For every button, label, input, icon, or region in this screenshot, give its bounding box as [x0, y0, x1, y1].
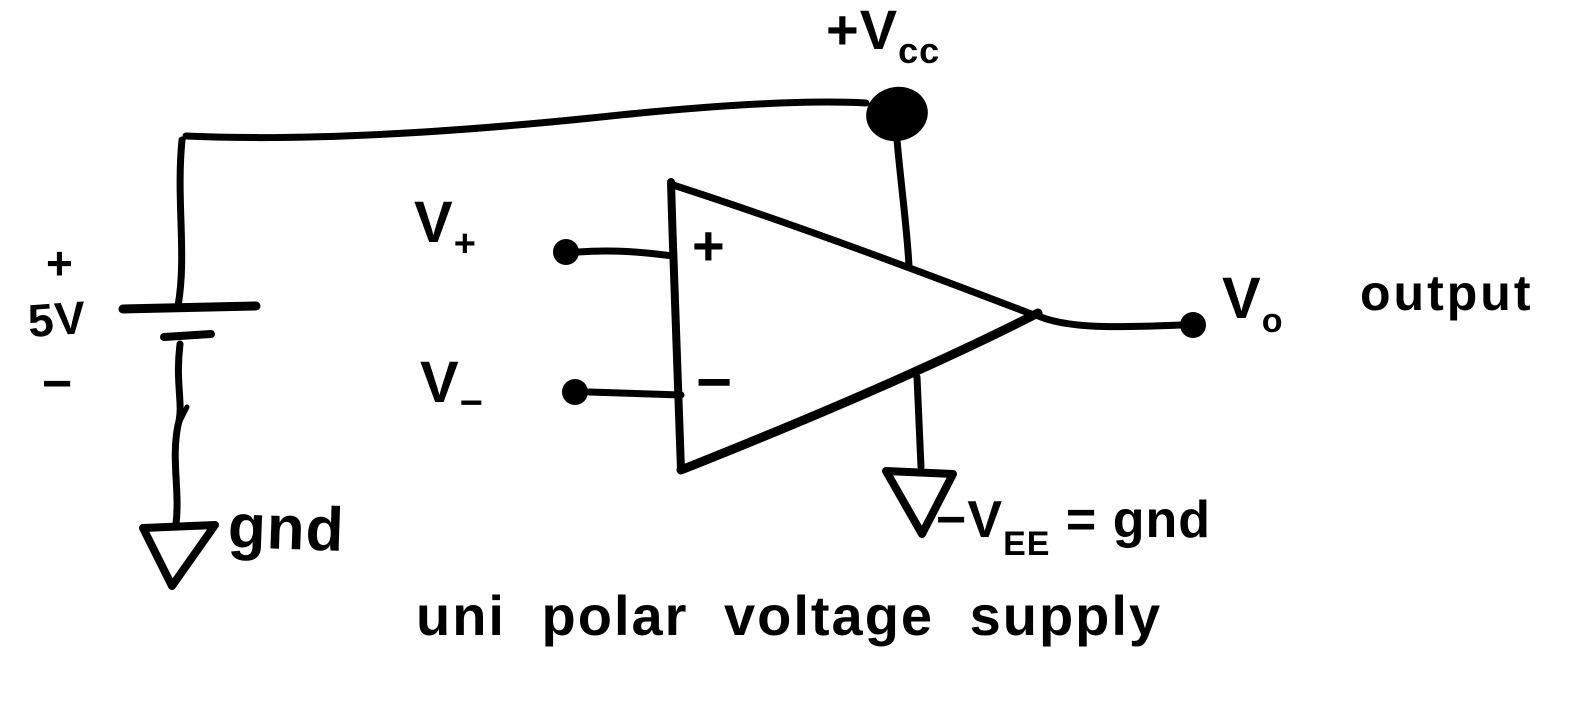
vminus-label-main: V	[420, 350, 460, 415]
input-vminus-label: V−	[420, 354, 484, 424]
wire-arrow-barb	[175, 404, 190, 428]
opamp-inverting-sign: −	[696, 348, 734, 417]
vcc-label-main: +V	[826, 0, 899, 61]
vee-label-equals: = gnd	[1065, 491, 1211, 549]
vcc-label-sub: cc	[898, 30, 941, 71]
vcc-node-blob	[866, 86, 928, 142]
battery-plus-label: +	[46, 237, 74, 289]
battery-top-plate	[118, 301, 261, 314]
wire-left-vertical	[174, 136, 186, 310]
battery-bottom-plate	[160, 330, 215, 341]
vee-label-main: −V	[936, 491, 1004, 549]
opamp-noninverting-sign: +	[692, 214, 726, 277]
vplus-label-sub: +	[453, 223, 477, 265]
vo-label-main: V	[1222, 266, 1262, 331]
wire-output	[1032, 311, 1185, 331]
caption-unipolar-voltage-supply: uni polar voltage supply	[416, 584, 1163, 647]
vplus-label-main: V	[414, 190, 454, 255]
ground-symbol-right	[882, 467, 957, 538]
wire-input-minus	[585, 388, 685, 399]
vee-gnd-label: −VEE = gnd	[936, 491, 1211, 561]
ground-left-label: gnd	[226, 491, 346, 566]
battery-minus-label: −	[42, 355, 74, 413]
output-vo-label: Vo	[1222, 270, 1283, 339]
battery-voltage-label: 5V	[26, 291, 89, 347]
input-minus-dot	[562, 379, 588, 405]
wire-input-plus	[574, 247, 677, 260]
wire-battery-to-vcc	[182, 98, 870, 142]
ground-symbol-left	[139, 521, 219, 590]
output-dot	[1180, 312, 1206, 338]
vee-label-sub: EE	[1003, 525, 1051, 563]
opamp-bottom-edge	[676, 308, 1043, 475]
opamp-top-edge	[669, 181, 1038, 319]
output-text-label: output	[1360, 265, 1534, 321]
wire-vcc-to-opamp	[893, 136, 913, 270]
wire-battery-to-ground	[171, 340, 184, 528]
opamp-left-edge	[667, 178, 685, 474]
vminus-label-sub: −	[459, 381, 485, 425]
input-vplus-label: V+	[414, 194, 477, 264]
vcc-label: +Vcc	[826, 0, 940, 69]
input-plus-dot	[553, 239, 579, 265]
vo-label-sub: o	[1261, 302, 1284, 340]
wire-opamp-to-vee-ground	[913, 373, 925, 471]
